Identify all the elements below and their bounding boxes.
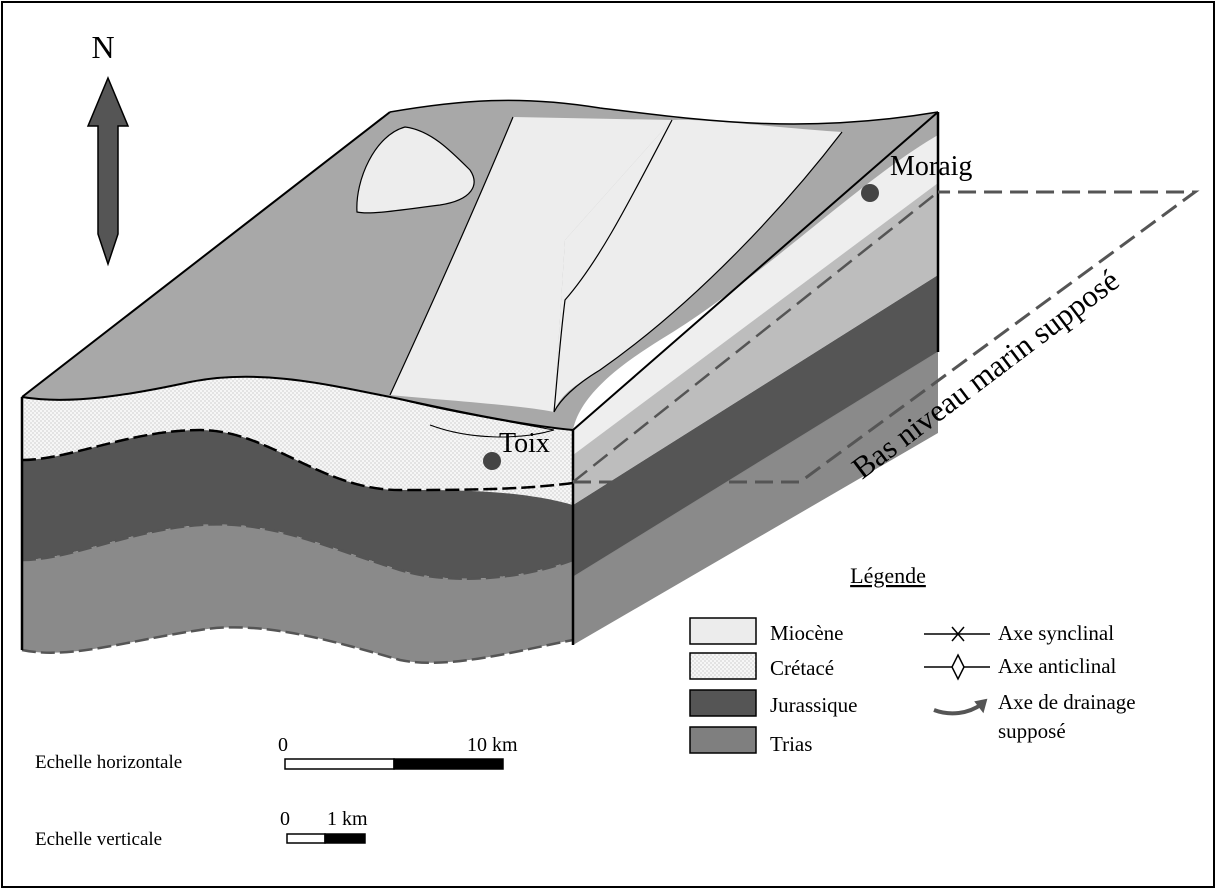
front-dashed-base [21, 626, 574, 664]
legend-swatch-cretaceous [689, 652, 757, 680]
legend-label-drainage-line2: supposé [998, 719, 1066, 743]
vertical-scale-start: 0 [280, 808, 290, 830]
legend-swatch-jurassic [689, 689, 757, 717]
toix-label: Toix [499, 428, 550, 459]
legend-label-anticline: Axe anticlinal [998, 654, 1117, 678]
toix-marker [483, 452, 501, 470]
top-back-edge [389, 99, 939, 125]
north-arrow-icon [86, 76, 130, 267]
contact-line-west [389, 116, 514, 396]
contact-line-east [553, 131, 843, 413]
moraig-marker [861, 184, 879, 202]
front-face-trias [22, 524, 573, 663]
top-miocene-band-east [554, 119, 842, 412]
front-dashed-contact-top [21, 428, 574, 492]
legend-label-jurassic: Jurassique [770, 693, 858, 717]
legend-label-cretaceous: Crétacé [770, 656, 834, 680]
vertical-scale-end: 1 km [327, 808, 368, 830]
east-face-trias [573, 352, 938, 645]
horizontal-scale-start: 0 [278, 734, 288, 756]
east-face-jurassic [573, 275, 938, 577]
contact-line-mid [553, 119, 673, 413]
legend-label-drainage-line1: Axe de drainage [998, 690, 1136, 714]
syncline-axis-icon [924, 626, 990, 642]
horizontal-scale-end: 10 km [467, 734, 518, 756]
drainage-axis-icon [933, 698, 988, 716]
east-face-contact [572, 351, 939, 578]
miocene-outlier [356, 126, 475, 214]
vertical-scale-bar [286, 833, 366, 844]
front-face-cretaceous [22, 376, 573, 455]
north-label: N [91, 29, 114, 65]
front-face-jurassic [22, 430, 573, 579]
legend-label-syncline: Axe synclinal [998, 621, 1114, 645]
legend-label-trias: Trias [770, 732, 812, 756]
moraig-label: Moraig [890, 151, 972, 182]
horizontal-scale-bar [284, 758, 504, 770]
front-face-cretaceous-lower [22, 403, 573, 505]
top-front-edge [21, 375, 574, 431]
legend-swatch-trias [689, 726, 757, 754]
legend-title: Légende [850, 563, 926, 588]
horizontal-scale-label: Echelle horizontale [35, 752, 182, 773]
sea-level-plane [573, 190, 1200, 484]
vertical-scale-label: Echelle verticale [35, 829, 162, 850]
top-miocene-band [390, 117, 672, 412]
legend-swatch-miocene [689, 617, 757, 645]
top-east-edge [572, 111, 939, 431]
front-dashed-contact-mid [21, 523, 574, 580]
anticline-axis-icon [924, 653, 990, 681]
top-west-edge [21, 111, 391, 398]
legend-label-miocene: Miocène [770, 621, 843, 645]
